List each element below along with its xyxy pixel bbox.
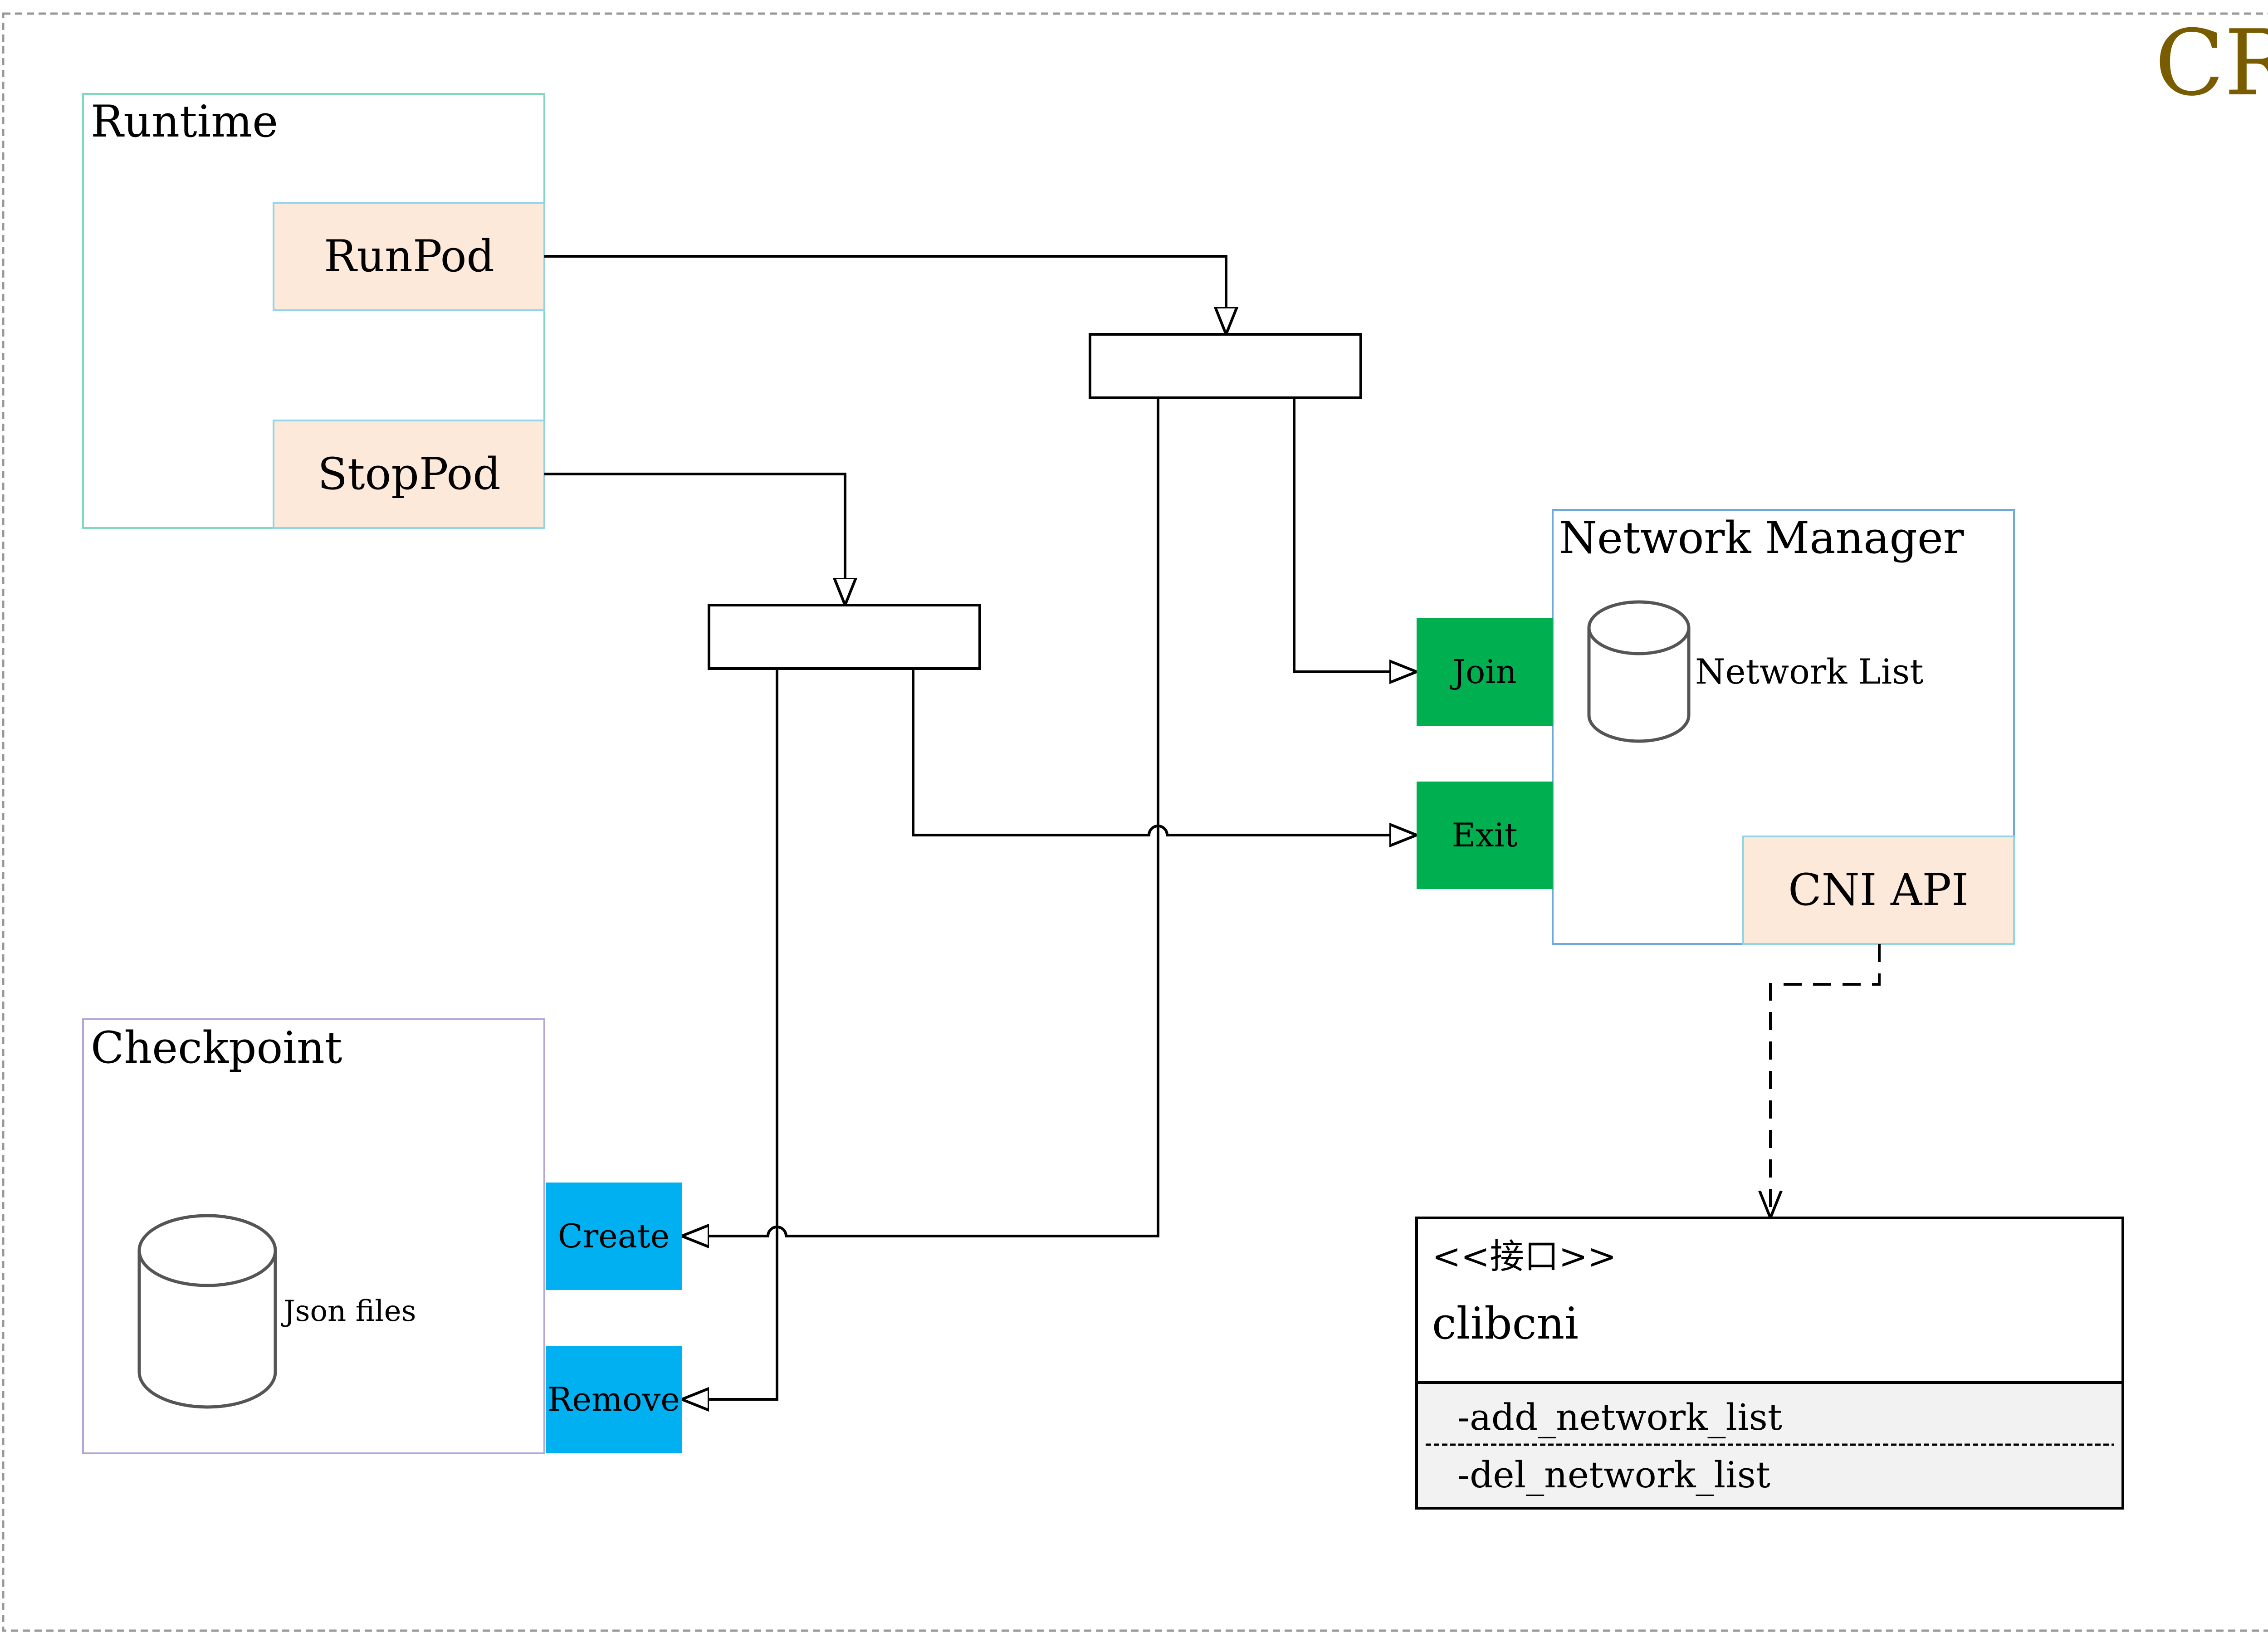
exit-port[interactable] — [1417, 782, 1553, 889]
stoppod-connector — [544, 473, 845, 605]
runtime-label: Runtime — [91, 96, 279, 147]
operation-add-network-list: -add_network_list — [1457, 1396, 1782, 1438]
stoppod-method[interactable] — [273, 420, 545, 529]
join-port[interactable] — [1417, 618, 1553, 726]
interface-name: clibcni — [1432, 1298, 1579, 1349]
runpod-create-connector — [682, 398, 1159, 1236]
operation-del-network-list: -del_network_list — [1457, 1454, 1770, 1496]
remove-port[interactable] — [546, 1346, 682, 1453]
stoppod-remove-connector — [682, 669, 778, 1399]
stoppod-label: StopPod — [318, 449, 501, 499]
network-manager-label: Network Manager — [1559, 513, 1964, 563]
json-files-label: Json files — [284, 1295, 416, 1328]
interface-box — [1415, 1217, 2124, 1384]
cni-dependency-connector — [1770, 944, 1881, 1218]
runpod-join-connector — [1293, 398, 1417, 672]
stoppod-exit-connector — [912, 669, 1417, 835]
network-list-label: Network List — [1695, 651, 1924, 692]
runpod-label: RunPod — [324, 231, 494, 282]
cri-title: CRI — [2155, 10, 2268, 116]
stoppod-junction — [708, 604, 981, 670]
join-label: Join — [1452, 653, 1517, 691]
remove-label: Remove — [547, 1380, 680, 1418]
runpod-junction — [1089, 333, 1362, 399]
cni-api-label: CNI API — [1788, 865, 1969, 915]
cni-api-method[interactable] — [1742, 836, 2015, 945]
network-list-store-icon — [1587, 600, 1691, 743]
runpod-connector — [544, 255, 1226, 334]
interface-stereotype: <<接口>> — [1432, 1236, 1617, 1276]
cri-frame — [2, 12, 2268, 1632]
create-port[interactable] — [546, 1183, 682, 1290]
json-files-store-icon — [137, 1214, 277, 1409]
checkpoint-label: Checkpoint — [91, 1022, 342, 1073]
connectors — [544, 255, 1881, 1399]
runpod-method[interactable] — [273, 202, 545, 311]
exit-label: Exit — [1452, 816, 1518, 854]
create-label: Create — [557, 1217, 670, 1255]
